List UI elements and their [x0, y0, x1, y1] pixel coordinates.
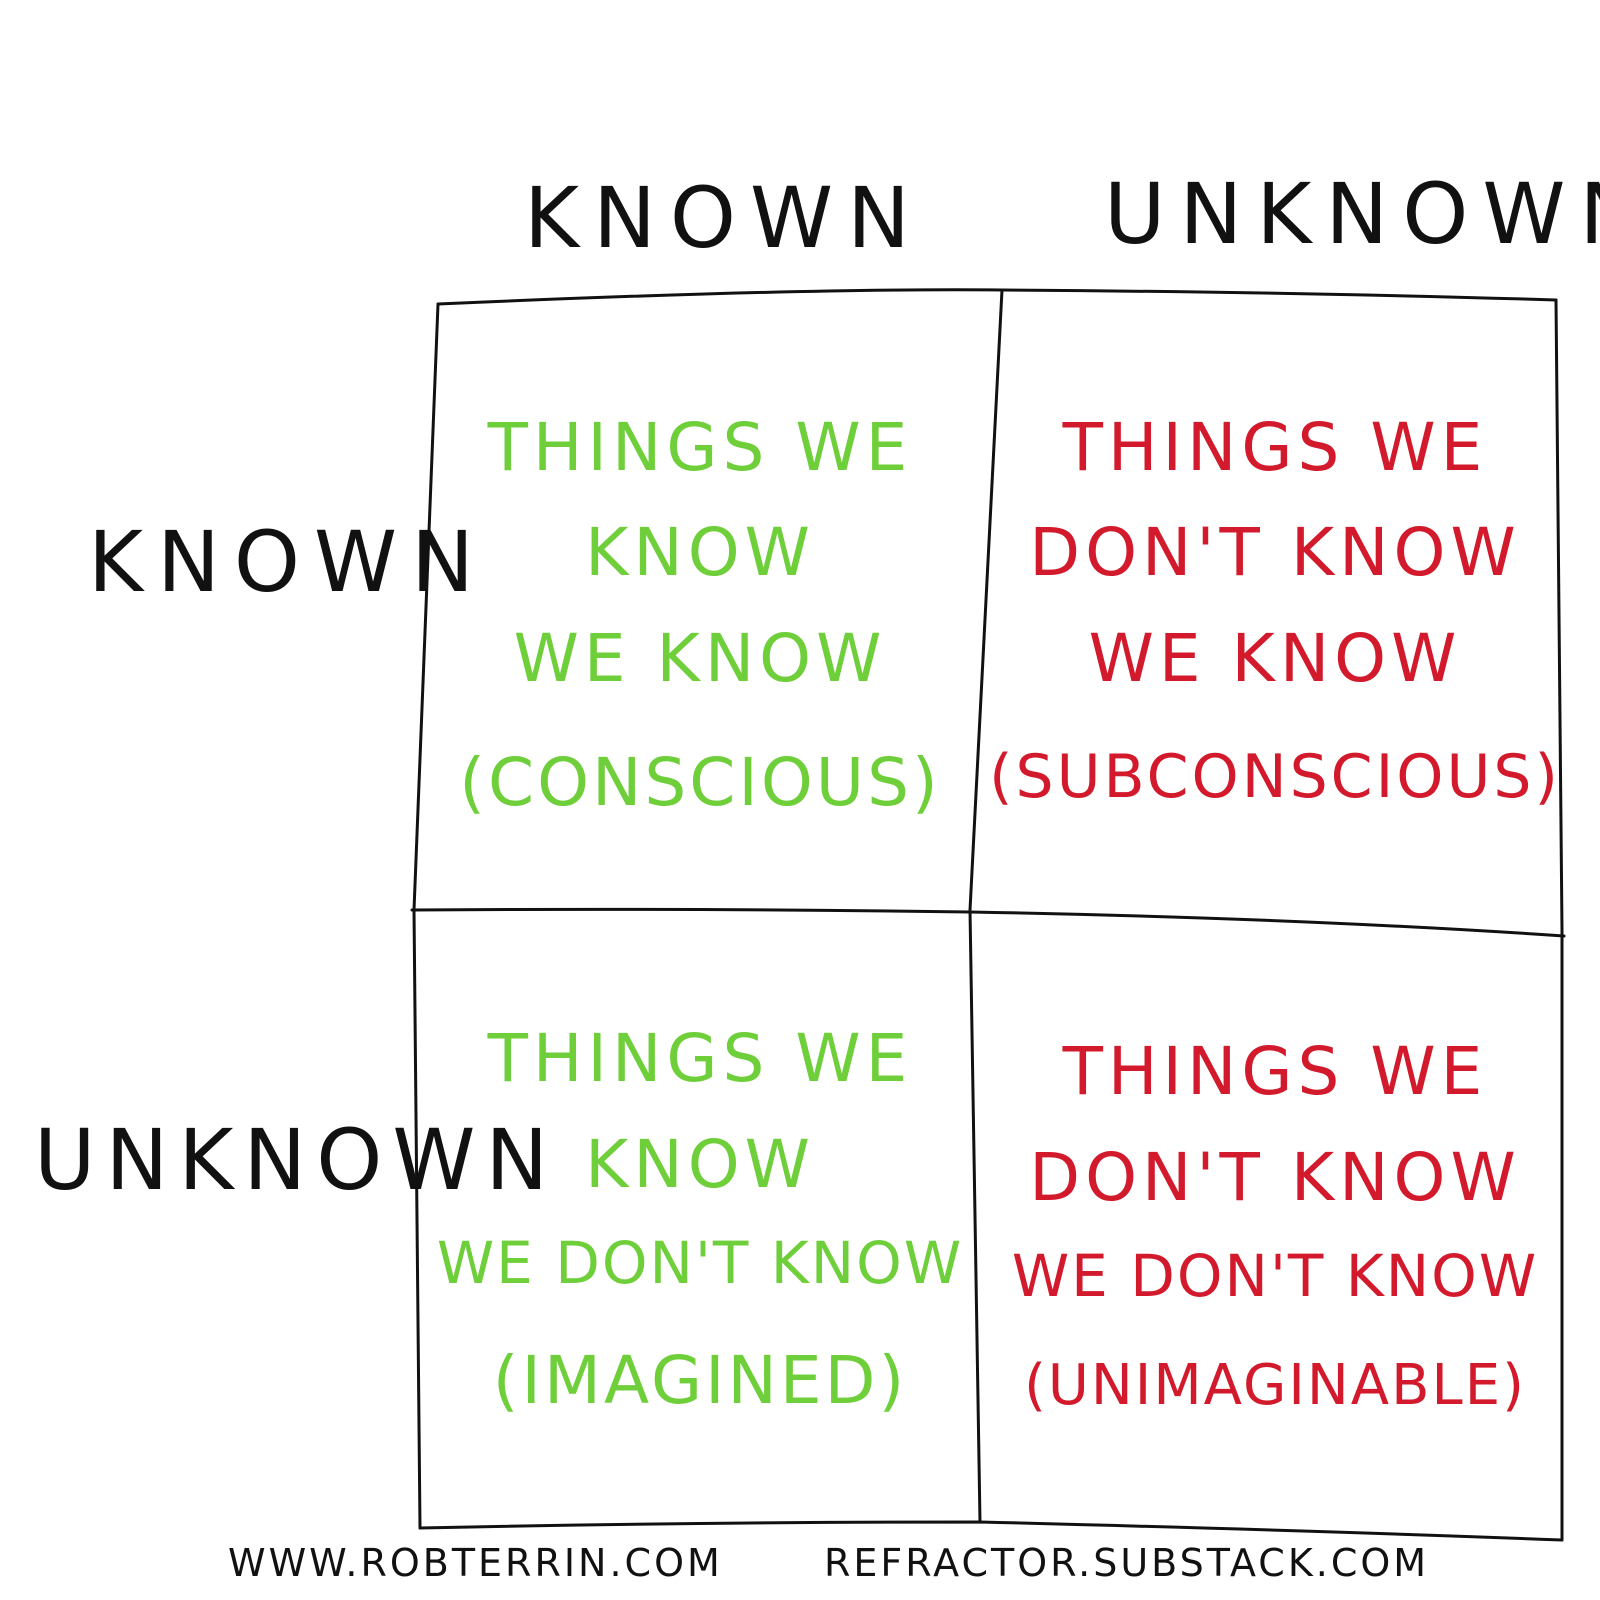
cell-unknown-unknown-line-3: WE DON'T KNOW: [1011, 1242, 1539, 1311]
footer-substack-link[interactable]: REFRACTOR.SUBSTACK.COM: [824, 1541, 1430, 1585]
row-header-known: KNOWN: [88, 513, 488, 611]
cell-unknown-known-note: (IMAGINED): [492, 1342, 908, 1420]
cell-unknown-unknown-line-2: DON'T KNOW: [1029, 1138, 1521, 1216]
cell-known-unknown: THINGS WE DON'T KNOW WE KNOW (SUBCONSCIO…: [989, 320, 1558, 900]
cell-known-known: THINGS WE KNOW WE KNOW (CONSCIOUS): [440, 330, 960, 900]
cell-known-known-line-2: KNOW: [585, 514, 815, 592]
cell-known-unknown-line-3: WE KNOW: [1088, 619, 1462, 697]
grid-vertical-divider: [968, 288, 1004, 1524]
cell-known-unknown-line-1: THINGS WE: [1062, 408, 1488, 486]
cell-unknown-known-line-2: KNOW: [585, 1125, 815, 1203]
grid-bottom-border: [418, 1520, 1564, 1542]
cell-unknown-unknown: THINGS WE DON'T KNOW WE DON'T KNOW (UNIM…: [990, 940, 1560, 1510]
cell-unknown-known-line-1: THINGS WE: [487, 1020, 913, 1098]
cell-unknown-unknown-line-1: THINGS WE: [1062, 1033, 1488, 1111]
cell-known-unknown-line-2: DON'T KNOW: [1029, 514, 1521, 592]
row-header-unknown: UNKNOWN: [34, 1111, 559, 1209]
cell-known-known-note: (CONSCIOUS): [459, 743, 941, 821]
grid-horizontal-divider: [410, 907, 1566, 938]
column-header-unknown: UNKNOWN: [1104, 165, 1600, 263]
footer-website-link[interactable]: WWW.ROBTERRIN.COM: [228, 1541, 723, 1585]
cell-unknown-known-line-3: WE DON'T KNOW: [436, 1229, 964, 1298]
cell-known-unknown-note: (SUBCONSCIOUS): [989, 742, 1561, 813]
column-header-known: KNOWN: [524, 169, 924, 267]
cell-unknown-unknown-note: (UNIMAGINABLE): [1024, 1353, 1526, 1419]
cell-known-known-line-1: THINGS WE: [487, 408, 913, 486]
cell-unknown-known: THINGS WE KNOW WE DON'T KNOW (IMAGINED): [430, 930, 970, 1510]
cell-known-known-line-3: WE KNOW: [513, 620, 887, 697]
grid-right-border: [1554, 298, 1564, 1542]
grid-top-border: [436, 288, 1558, 306]
